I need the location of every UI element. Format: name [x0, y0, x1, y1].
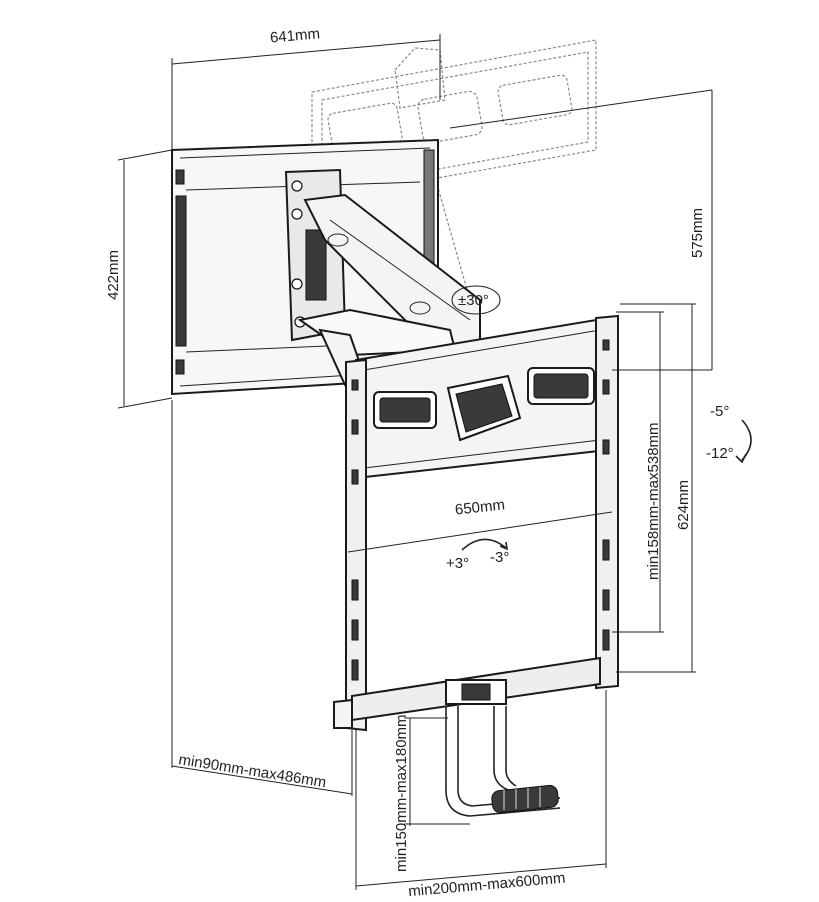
label-width-641: 641mm — [269, 25, 320, 46]
label-tilt-top: -5° — [710, 403, 729, 420]
label-swivel: ±30° — [458, 292, 489, 309]
pull-handle — [445, 706, 561, 817]
tv-bracket — [333, 314, 619, 732]
label-height-624: 624mm — [675, 480, 692, 530]
label-rotate-minus: -3° — [490, 549, 509, 566]
label-height-575: 575mm — [689, 208, 706, 258]
label-depth: min90mm-max486mm — [177, 751, 327, 791]
label-height-422: 422mm — [105, 250, 122, 300]
articulating-arm — [284, 168, 481, 387]
label-width-650: 650mm — [454, 496, 506, 518]
label-handle: min150mm-max180mm — [393, 714, 410, 872]
label-vesa-vertical: min158mm-max538mm — [645, 422, 662, 580]
label-tilt-bottom: -12° — [706, 445, 734, 462]
label-rotate-plus: +3° — [446, 555, 469, 572]
rail-slots — [351, 339, 610, 681]
dimension-lines — [117, 34, 752, 890]
